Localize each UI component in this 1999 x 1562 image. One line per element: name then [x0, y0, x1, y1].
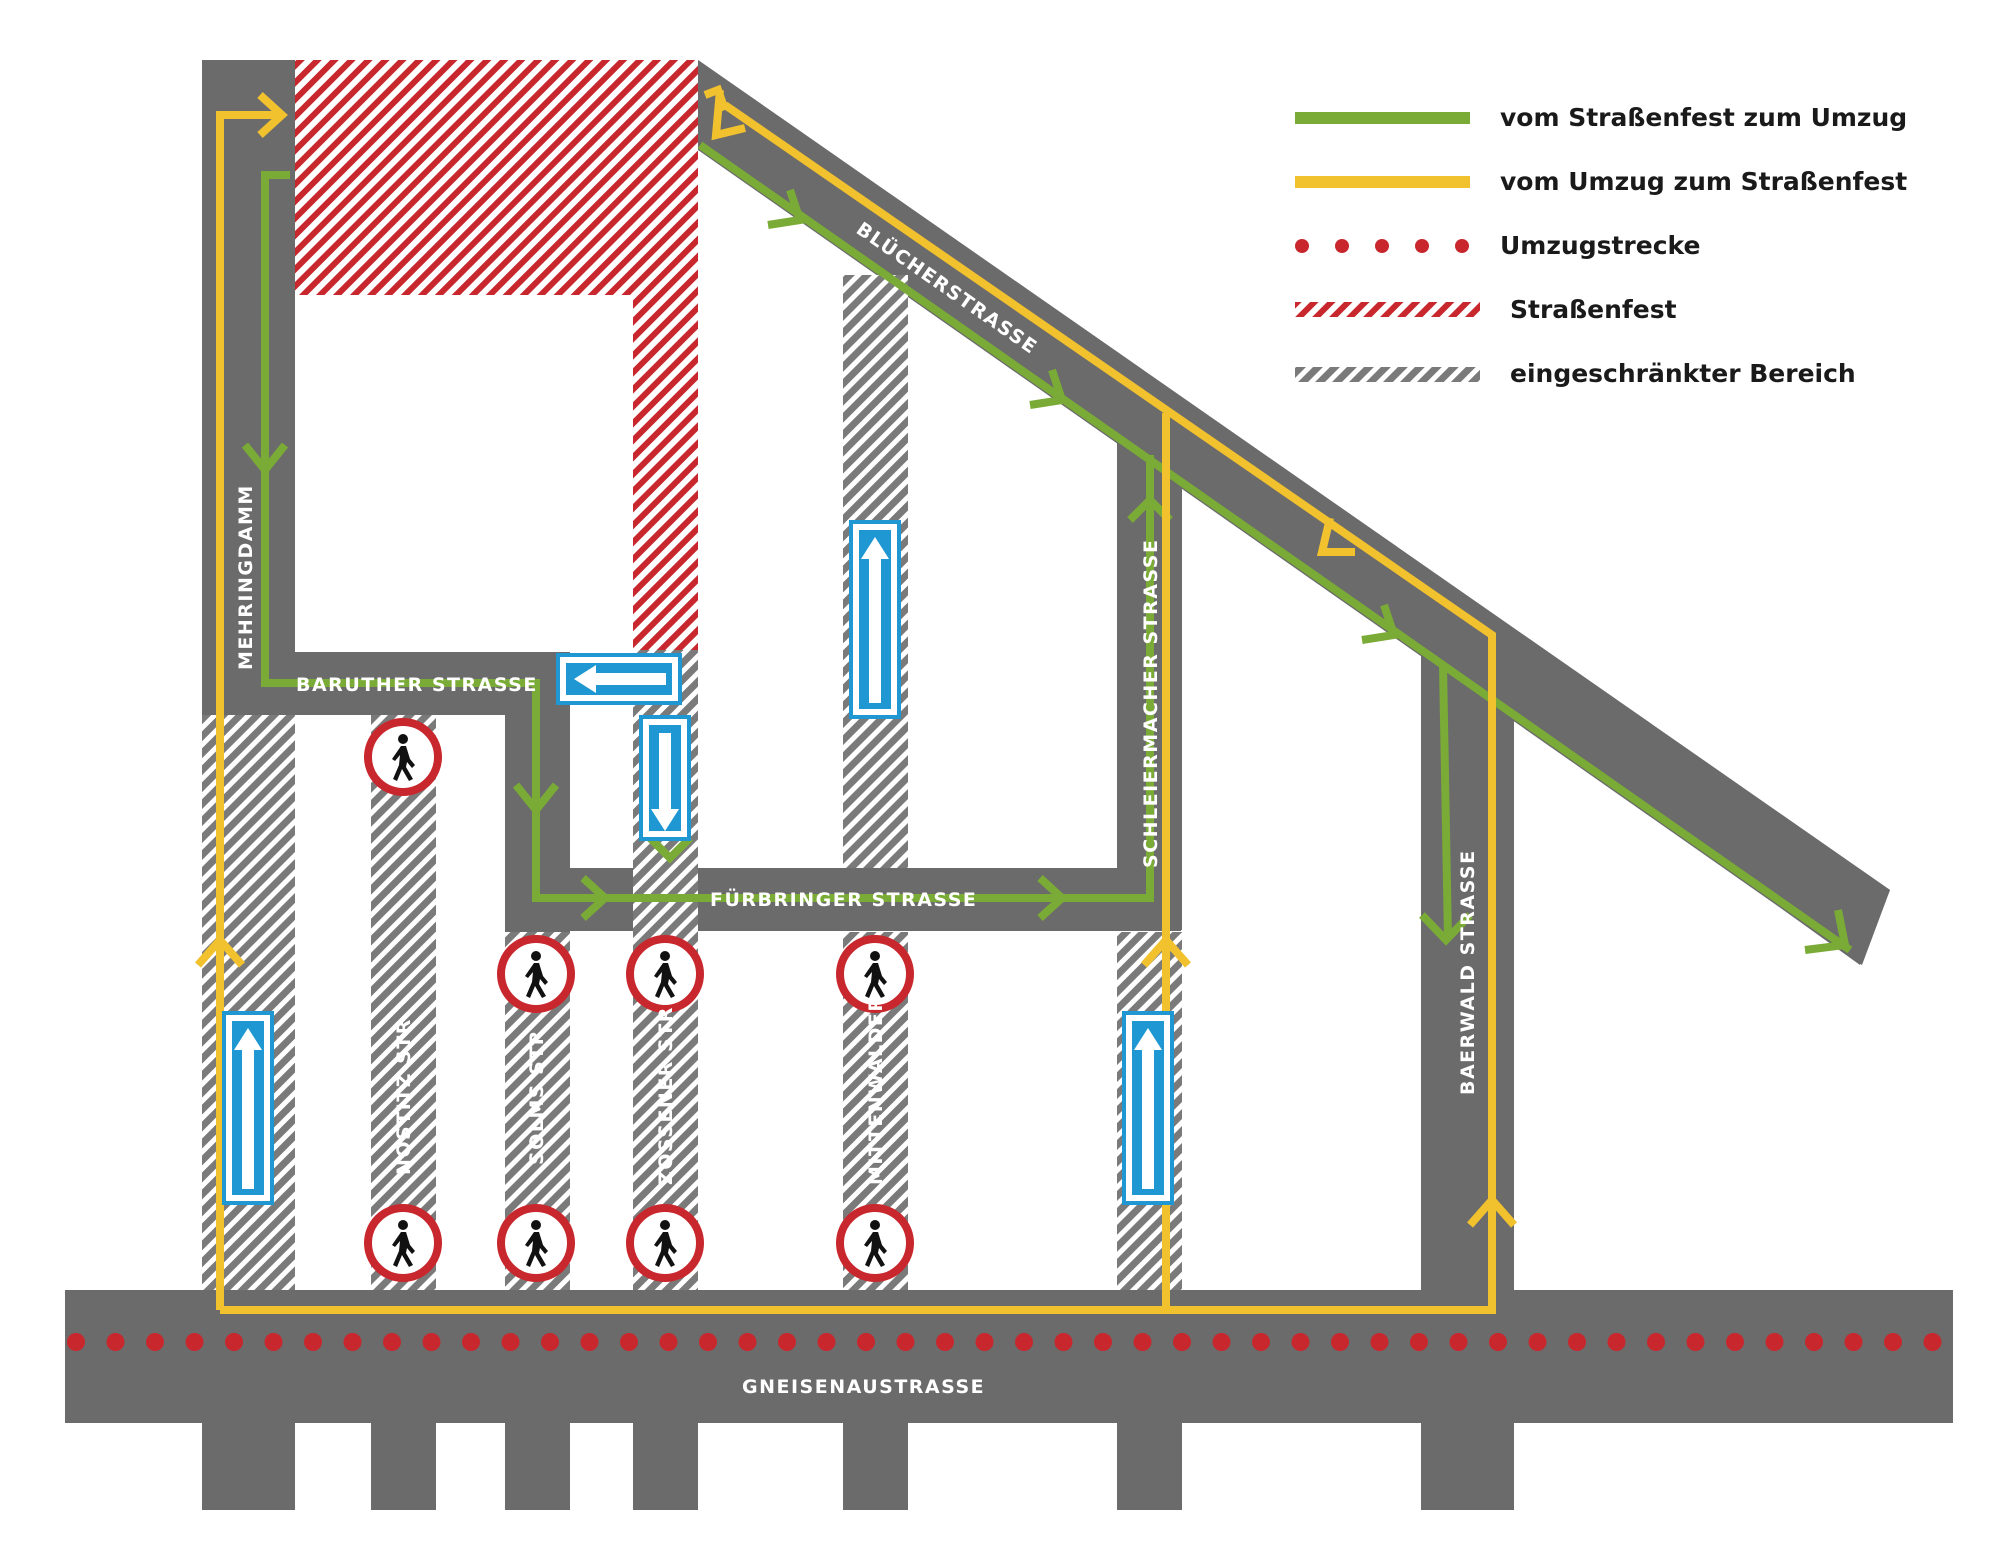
parade-dot [1212, 1333, 1231, 1351]
parade-dot [146, 1333, 164, 1351]
label-solms: SOLMS STR [526, 1029, 548, 1165]
no-pedestrians-icon [501, 939, 571, 1009]
label-fuerbringer: FÜRBRINGER STRASSE [710, 887, 977, 911]
parade-dot [1291, 1333, 1310, 1351]
parade-dot [738, 1333, 757, 1351]
parade-dot [580, 1333, 599, 1351]
one-way-sign-mehringdamm [222, 1011, 274, 1205]
label-baruther: BARUTHER STRASSE [296, 674, 538, 696]
parade-dot [1765, 1333, 1784, 1351]
legend-yellow-label: vom Umzug zum Straßenfest [1500, 167, 1907, 196]
label-gneisenau: GNEISENAUSTRASSE [742, 1376, 985, 1398]
parade-dot [659, 1333, 678, 1351]
parade-dot [304, 1333, 322, 1351]
label-zossener: ZOSSENER STR [655, 1006, 677, 1185]
legend-restricted-swatch [1295, 367, 1480, 382]
no-pedestrians-icon [368, 1208, 438, 1278]
parade-dot [1528, 1333, 1547, 1351]
parade-dot [422, 1333, 441, 1351]
parade-dot [1449, 1333, 1468, 1351]
one-way-sign-baruther [556, 653, 682, 705]
legend-parade-label: Umzugstrecke [1500, 231, 1700, 260]
parade-dot [1489, 1333, 1507, 1351]
parade-dot [896, 1333, 915, 1351]
legend-parade-swatch [1295, 239, 1469, 253]
parade-dot [1015, 1333, 1033, 1351]
parade-dot [1923, 1333, 1942, 1351]
parade-dot [1094, 1333, 1112, 1351]
label-schleiermacher: SCHLEIERMACHER STRASSE [1140, 539, 1162, 868]
parade-dot [620, 1333, 638, 1351]
green-route [241, 141, 1853, 954]
roads [65, 60, 1953, 1510]
label-mehringdamm: MEHRINGDAMM [235, 484, 257, 670]
parade-dot [343, 1333, 362, 1351]
label-nostitz: NOSTITZ STR [393, 1018, 415, 1175]
parade-dot [501, 1333, 520, 1351]
parade-dot [699, 1333, 717, 1351]
parade-route [67, 1333, 1942, 1351]
no-pedestrians-icon [368, 722, 438, 792]
legend-festival-label: Straßenfest [1510, 295, 1677, 324]
parade-dot [264, 1333, 283, 1351]
no-pedestrians-icon [840, 1208, 910, 1278]
parade-dot [1607, 1333, 1626, 1351]
parade-dot [778, 1333, 796, 1351]
parade-dot [67, 1333, 85, 1351]
legend: vom Straßenfest zum Umzug vom Umzug zum … [1295, 103, 1907, 388]
parade-dot [541, 1333, 559, 1351]
one-way-sign-mittenwalder [849, 520, 901, 719]
parade-dot [936, 1333, 954, 1351]
parade-dot [857, 1333, 875, 1351]
parade-dot [1884, 1333, 1902, 1351]
parade-dot [106, 1333, 125, 1351]
legend-restricted-label: eingeschränkter Bereich [1510, 359, 1856, 388]
parade-dot [1568, 1333, 1586, 1351]
no-pedestrians-icon [630, 939, 700, 1009]
parade-dot [185, 1333, 204, 1351]
parade-dot [817, 1333, 836, 1351]
no-pedestrians-icon [630, 1208, 700, 1278]
parade-dot [1726, 1333, 1744, 1351]
parade-dot [1686, 1333, 1705, 1351]
legend-green-label: vom Straßenfest zum Umzug [1500, 103, 1907, 132]
parade-dot [975, 1333, 994, 1351]
festival-area [295, 60, 698, 650]
parade-dot [1370, 1333, 1389, 1351]
parade-dot [1331, 1333, 1349, 1351]
one-way-sign-schleiermacher [1122, 1011, 1174, 1205]
parade-dot [1844, 1333, 1863, 1351]
parade-dot [1410, 1333, 1428, 1351]
parade-dot [1054, 1333, 1073, 1351]
parade-dot [1173, 1333, 1191, 1351]
parade-dot [1805, 1333, 1823, 1351]
parade-dot [1252, 1333, 1270, 1351]
parade-dot [462, 1333, 480, 1351]
legend-festival-swatch [1295, 302, 1480, 317]
yellow-route [194, 84, 1518, 1314]
label-mittenwalder: MITTENWALDER [865, 995, 887, 1185]
parade-dot [1133, 1333, 1152, 1351]
no-pedestrians-icon [501, 1208, 571, 1278]
label-baerwald: BAERWALD STRASSE [1457, 849, 1479, 1095]
parade-dot [1647, 1333, 1665, 1351]
one-way-sign-down [639, 715, 691, 841]
parade-dot [383, 1333, 401, 1351]
parade-dot [225, 1333, 243, 1351]
